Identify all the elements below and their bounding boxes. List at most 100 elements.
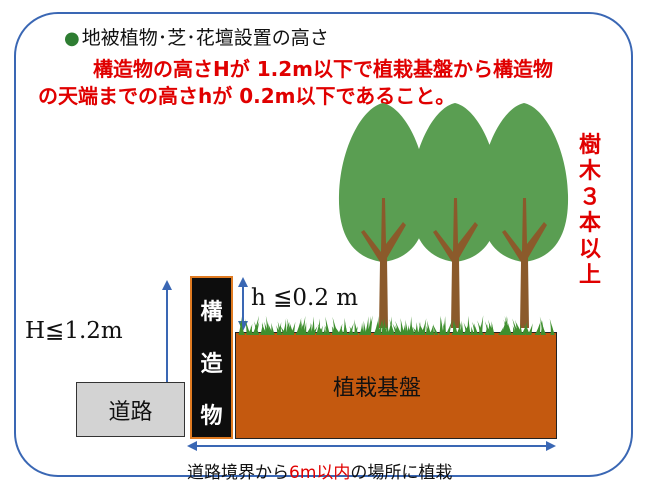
grass-blade [412,326,419,335]
grass-blade [276,322,282,335]
grass-blade [282,318,287,335]
grass-blade [523,323,530,335]
grass-blade [401,324,406,335]
grass-blade [331,326,336,335]
grass-blade [286,318,293,335]
grass-blade [512,318,520,335]
grass-blade [299,315,306,335]
grass-blade [310,316,315,335]
h-constraint: h ≦0.2 m [251,285,359,311]
grass-blade [432,324,439,335]
road-label: 道路 [108,399,153,425]
grass-blade [400,318,405,335]
grass-blade [339,325,344,335]
grass-blade [265,315,271,335]
grass-blade [527,323,533,335]
grass-blade [477,320,484,335]
grass-blade [417,321,422,335]
grass-blade [498,326,504,335]
heading: ●地被植物･芝･花壇設置の高さ [64,23,329,50]
H-constraint: H≦1.2m [25,318,123,344]
grass-blade [302,322,307,335]
grass-blade [349,326,355,335]
tree-icon [479,103,569,328]
grass-blade [459,320,464,335]
grass-blade [420,318,427,335]
distance-prefix: 道路境界から [187,463,289,483]
grass-blade [470,326,475,335]
planting-base [235,332,557,439]
structure-char-1: 構 [200,300,223,325]
structure-char-3: 物 [200,404,223,429]
grass-blade [484,321,491,335]
grass-blade [455,322,462,335]
grass-blade [238,316,243,335]
distance-suffix: の場所に植栽 [350,463,453,483]
grass-blade [406,325,411,335]
distance-highlight: 6m以内 [289,463,351,483]
requirement-line-1: 構造物の高さHが 1.2m以下で植栽基盤から構造物 [93,57,553,81]
planting-base-label: 植栽基盤 [333,376,422,401]
grass-blade [389,319,395,335]
heading-text: 地被植物･芝･花壇設置の高さ [81,27,329,49]
grass-blade [429,324,434,335]
grass-blade [252,321,260,335]
grass-blade [322,326,327,335]
grass-blade [298,319,303,335]
grass-blade [490,323,495,335]
grass-blade [395,320,402,335]
grass-blade [315,318,320,335]
grass-blade [375,316,380,335]
grass-blade [308,322,313,335]
grass-blade [541,321,546,335]
grass-blade [376,319,383,335]
grass-blade [385,322,390,335]
structure-char-2: 造 [200,352,223,377]
grass-blade [352,326,358,335]
grass-blade [521,320,528,335]
grass-blade [276,325,281,335]
grass-blade [445,319,452,335]
grass-blade [364,316,369,335]
trees-note: 樹木３本以上 [578,133,601,288]
grass-blade [478,325,483,335]
grass-blade [248,326,253,335]
grass-blade [439,317,444,335]
tree-icon [410,103,500,328]
grass-blade [289,321,296,335]
grass-blade [426,320,432,335]
grass-blade [244,318,251,335]
grass-blade [362,320,367,335]
grass-blade [478,315,484,335]
grass-group [238,315,555,335]
grass-blade [512,325,517,335]
grass-blade [404,319,409,335]
grass-blade [453,319,458,335]
bullet-icon: ● [64,28,80,49]
distance-note: 道路境界から6m以内の場所に植栽 [187,458,452,483]
grass-blade [441,315,446,335]
grass-blade [366,315,373,335]
grass-blade [333,325,341,335]
grass-blade [359,322,364,335]
rounded-frame [14,12,633,477]
grass-blade [387,316,392,335]
grass-blade [507,322,512,335]
grass-blade [324,324,331,335]
structure: 構 造 物 [190,276,233,439]
grass-blade [270,322,275,335]
grass-blade [534,323,540,335]
trees-group [338,103,569,328]
grass-blade [382,317,387,335]
grass-blade [408,316,413,335]
grass-blade [516,322,523,335]
grass-blade [392,323,400,335]
grass-blade [343,317,348,335]
tree-icon [338,103,428,328]
grass-blade [473,322,479,335]
road: 道路 [76,382,185,437]
grass-blade [536,322,541,335]
